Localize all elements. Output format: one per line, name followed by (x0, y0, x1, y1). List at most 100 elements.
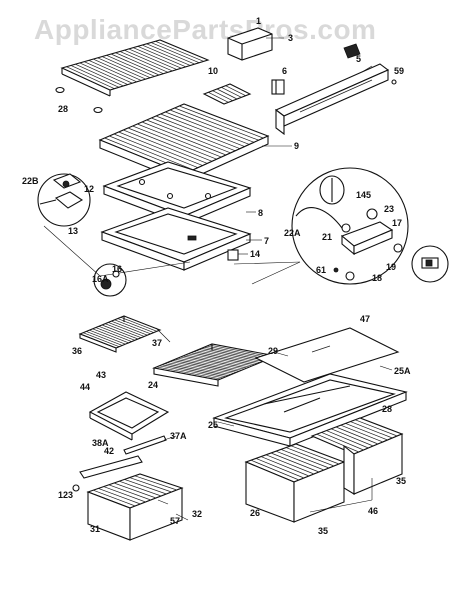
egg-cup-divider (208, 92, 229, 103)
bracket-part-6 (271, 79, 285, 95)
drawer-rib (331, 428, 374, 447)
drawer-rib (335, 426, 379, 445)
wire-rod (88, 60, 137, 83)
label-part-22a: 22A (284, 228, 301, 238)
wire-rod (124, 49, 173, 72)
wire-rod (66, 66, 115, 89)
drawer-rib (340, 424, 383, 443)
wire-rod (188, 353, 253, 367)
screw-part-59 (391, 79, 397, 85)
label-part-36: 36 (72, 346, 82, 356)
crisper-drawer-left (244, 443, 346, 523)
drawer-rib (290, 445, 340, 465)
wire-rod (110, 53, 160, 76)
wire-rod (95, 327, 132, 342)
egg-cup-divider (216, 88, 238, 100)
wire-rod (101, 324, 139, 340)
drawer-rib (124, 479, 167, 495)
label-part-7: 7 (264, 236, 269, 246)
label-part-23: 23 (384, 204, 394, 214)
drawer-rib (103, 486, 146, 503)
shelf-rib (155, 115, 241, 149)
label-part-19: 19 (386, 262, 396, 272)
label-part-12: 12 (84, 184, 94, 194)
wire-rod (209, 344, 274, 358)
drawer-rib (355, 419, 398, 437)
shelf-rib (123, 129, 208, 164)
wire-rod (108, 322, 145, 337)
wire-rod (119, 51, 169, 73)
drawer-rib (275, 450, 325, 471)
wire-rod (193, 351, 258, 364)
label-part-22b: 22B (22, 176, 39, 186)
shelf-rib (169, 109, 255, 143)
label-part-42: 42 (104, 446, 114, 456)
shelf-frame-part-7 (100, 207, 252, 271)
shelf-rib (179, 105, 264, 139)
label-part-46: 46 (368, 506, 378, 516)
label-part-35-a: 35 (396, 476, 406, 486)
wire-rod (172, 360, 237, 373)
drawer-rib (93, 489, 136, 507)
label-part-123: 123 (58, 490, 73, 500)
label-part-44: 44 (80, 382, 90, 392)
label-part-38a: 38A (92, 438, 109, 448)
label-part-16: 16 (112, 264, 122, 274)
rail-part-37a (123, 435, 167, 455)
wire-rod (137, 46, 186, 68)
wire-rod (105, 323, 142, 339)
label-part-8: 8 (258, 208, 263, 218)
wire-rod (101, 56, 151, 79)
wire-rod (185, 354, 250, 368)
shelf-rib (118, 131, 203, 166)
label-part-3: 3 (288, 33, 293, 43)
label-part-25: 25 (208, 420, 218, 430)
wire-rod (169, 361, 234, 374)
drawer-rib (119, 480, 162, 497)
label-part-61: 61 (316, 265, 326, 275)
wire-rod (177, 357, 242, 371)
wire-rod (182, 355, 248, 369)
glass-plate-part-47 (254, 327, 400, 383)
egg-cup-divider (212, 90, 233, 101)
label-part-32: 32 (192, 509, 202, 519)
crisper-cover-frame-part-25 (212, 373, 408, 447)
wire-shelf-part-36 (78, 315, 162, 353)
drawer-rail-part-42 (79, 455, 143, 479)
drawer-rib (316, 433, 359, 453)
drawer-rib (113, 482, 157, 499)
wire-rod (97, 57, 146, 80)
shelf-rib (141, 121, 227, 156)
drawer-rib (285, 447, 335, 467)
label-part-43: 43 (96, 370, 106, 380)
drawer-rib (250, 459, 300, 481)
drawer-rib (134, 475, 177, 491)
label-part-16a: 16A (92, 274, 109, 284)
wire-rod (79, 62, 128, 85)
detail-circle-right (233, 167, 409, 285)
drawer-rib (321, 432, 364, 451)
shelf-clip-28 (55, 86, 103, 114)
wire-rod (159, 365, 224, 379)
label-part-9: 9 (294, 141, 299, 151)
drawer-rib (326, 430, 369, 449)
wire-rod (150, 42, 200, 64)
wire-rod (142, 44, 191, 66)
wire-rod (175, 358, 240, 372)
wire-rod (198, 349, 263, 362)
wire-shelf-top (60, 39, 210, 97)
label-part-57: 57 (170, 516, 180, 526)
egg-tray-part-10 (202, 83, 252, 105)
drawer-rib (350, 421, 393, 439)
wire-rod (111, 320, 148, 336)
shelf-rib (174, 107, 259, 141)
drawer-rib (265, 454, 315, 475)
crisper-drawer-right (310, 417, 404, 495)
wire-rod (156, 366, 221, 380)
wire-shelf-part-24 (152, 343, 278, 387)
wire-rod (115, 52, 164, 74)
label-part-25a: 25A (394, 366, 411, 376)
drawer-rib (260, 456, 310, 477)
detail-circle-far-right (411, 245, 449, 283)
